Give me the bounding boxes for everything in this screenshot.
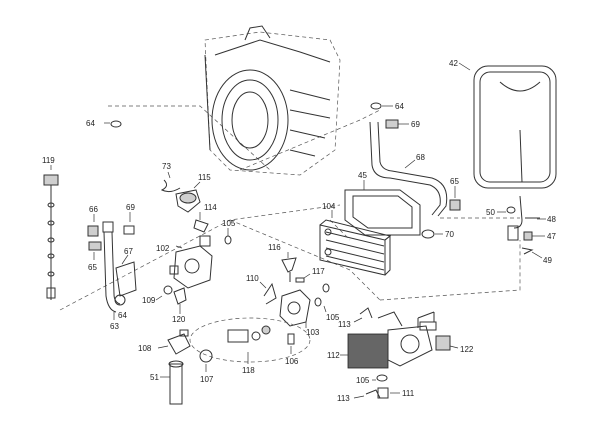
clip-65-left <box>88 241 102 260</box>
fitting-47 <box>507 225 545 241</box>
valve-103 <box>279 289 311 328</box>
callout-117: 117 <box>312 267 325 276</box>
seal-64-left <box>104 120 122 128</box>
filter-group-118 <box>189 317 311 364</box>
callout-105-c: 105 <box>356 376 370 385</box>
callout-69-top: 69 <box>411 120 420 129</box>
callout-70: 70 <box>445 230 454 239</box>
callout-103: 103 <box>306 328 320 337</box>
sensor-73 <box>160 171 181 193</box>
callout-48: 48 <box>547 215 556 224</box>
callout-115: 115 <box>198 173 211 182</box>
clip-113-a <box>353 307 373 323</box>
pipe-63 <box>102 221 126 320</box>
part-107 <box>199 349 213 372</box>
clip-113-b <box>353 389 381 399</box>
callout-113-a: 113 <box>338 320 351 329</box>
callout-64-bottom: 64 <box>118 311 127 320</box>
part-108 <box>157 329 191 355</box>
callout-73: 73 <box>162 162 171 171</box>
callout-65-right: 65 <box>450 177 459 186</box>
seal-70 <box>421 229 443 239</box>
valve-119 <box>43 165 59 300</box>
plate-heat-exchanger <box>319 210 392 276</box>
callout-49: 49 <box>543 256 552 265</box>
screw-106 <box>287 333 295 354</box>
clip-49 <box>521 247 543 259</box>
seal-105-c <box>372 374 388 382</box>
callout-114: 114 <box>204 203 217 212</box>
callout-113-b: 113 <box>337 394 350 403</box>
callout-66: 66 <box>89 205 98 214</box>
fitting-111 <box>377 387 400 399</box>
bracket-67 <box>115 254 137 297</box>
callout-64-top: 64 <box>395 102 404 111</box>
clip-110 <box>259 281 277 305</box>
clip-66 <box>87 214 99 237</box>
seal-64-top <box>370 102 393 110</box>
pipe-68 <box>369 121 448 217</box>
callout-42: 42 <box>449 59 458 68</box>
callout-118: 118 <box>242 366 255 375</box>
pipe-48 <box>513 195 546 229</box>
callout-45: 45 <box>358 171 367 180</box>
air-vent-116 <box>281 252 297 282</box>
part-109 <box>155 285 173 301</box>
callout-116: 116 <box>268 243 281 252</box>
callout-65-left: 65 <box>88 263 97 272</box>
drain-pipe-51 <box>160 360 184 405</box>
clip-69-left <box>123 212 135 235</box>
callout-104: 104 <box>322 202 336 211</box>
part-122 <box>417 311 459 351</box>
callout-120: 120 <box>172 315 186 324</box>
callout-109: 109 <box>142 296 156 305</box>
callout-47: 47 <box>547 232 556 241</box>
callout-102: 102 <box>156 244 170 253</box>
callout-119: 119 <box>42 156 55 165</box>
callout-105-b: 105 <box>326 313 340 322</box>
callout-111: 111 <box>402 389 415 398</box>
seal-105-b <box>314 283 330 313</box>
sensor-115 <box>175 181 201 213</box>
fitting-50 <box>497 206 516 214</box>
callout-51: 51 <box>150 373 159 382</box>
part-117 <box>295 273 311 283</box>
pump-112 <box>340 311 437 369</box>
callout-63: 63 <box>110 322 119 331</box>
part-120 <box>173 287 187 314</box>
callout-122: 122 <box>460 345 474 354</box>
clip-69-top <box>385 119 409 129</box>
callout-69-left: 69 <box>126 203 135 212</box>
callout-110: 110 <box>246 274 259 283</box>
callout-50: 50 <box>486 208 495 217</box>
callout-108: 108 <box>138 344 152 353</box>
callout-106: 106 <box>285 357 299 366</box>
insulation-45 <box>344 180 421 236</box>
callout-labels: 42 64 64 64 69 69 68 119 73 115 45 65 65… <box>42 59 556 403</box>
clip-65-right <box>449 186 461 211</box>
heat-exchanger-body <box>204 25 341 176</box>
callout-112: 112 <box>327 351 340 360</box>
callout-67: 67 <box>124 247 133 256</box>
expansion-vessel <box>458 62 557 189</box>
seal-105-a <box>224 228 232 245</box>
callout-105-a: 105 <box>222 219 236 228</box>
callout-64-left: 64 <box>86 119 95 128</box>
callout-68: 68 <box>416 153 425 162</box>
valve-block-102 <box>169 235 213 289</box>
clip-114 <box>193 212 209 233</box>
callout-107: 107 <box>200 375 214 384</box>
